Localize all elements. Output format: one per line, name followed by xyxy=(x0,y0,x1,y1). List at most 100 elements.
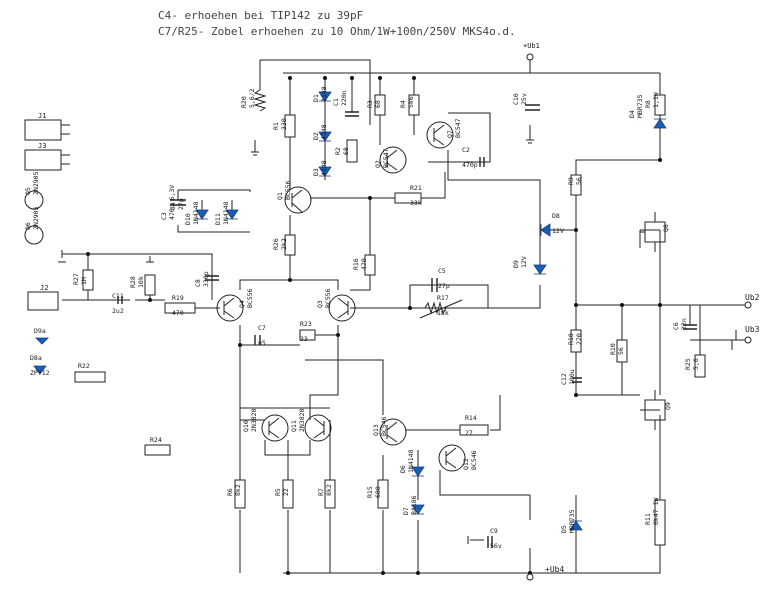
designator-d9: D9 xyxy=(512,260,520,268)
value-c4: 27p xyxy=(177,198,185,210)
value-r15: 680 xyxy=(374,486,382,498)
designator-r14: R14 xyxy=(465,414,477,422)
designator-r4: R4 xyxy=(399,100,407,108)
value-r6: 8k2 xyxy=(234,484,242,496)
value-q10: 2N3820 xyxy=(250,408,258,432)
design-note-2: C7/R25- Zobel erhoehen zu 10 Ohm/1W+100n… xyxy=(158,25,516,38)
designator-q10: Q10 xyxy=(242,420,250,432)
value-d7: BA186 xyxy=(410,495,418,515)
designator-d1: D1 xyxy=(312,94,320,102)
designator-q5: Q5 xyxy=(24,187,32,195)
junctions xyxy=(86,76,662,575)
value-q5: 2N2905 xyxy=(32,171,40,195)
value-r11: 0k47 1W xyxy=(652,498,660,525)
designator-d3: D3 xyxy=(312,168,320,176)
designator-q3: Q3 xyxy=(316,300,324,308)
designator-d11: D11 xyxy=(214,213,222,225)
designator-d7: D7 xyxy=(402,507,410,515)
value-r3: 68 xyxy=(374,100,382,108)
designator-r5: R5 xyxy=(274,488,282,496)
value-d2: 4148 xyxy=(320,124,328,140)
value-q2: BC547 xyxy=(382,148,390,168)
resistor-bodies xyxy=(74,94,706,546)
value-r18: 270 xyxy=(575,333,583,345)
power-transistors xyxy=(640,212,666,430)
value-c10: 25v xyxy=(520,93,528,105)
designator-r11: R11 xyxy=(644,513,652,525)
designator-d4: D4 xyxy=(628,110,636,118)
value-r23: 33 xyxy=(300,335,308,343)
designator-q12: Q12 xyxy=(462,458,470,470)
value-d5: MBR735 xyxy=(568,509,576,533)
component-labels: +Ub1 Ub2 Ub3 +Ub4 J1 J3 J2 xyxy=(38,42,760,574)
designator-q8: Q8 xyxy=(662,224,670,232)
designator-r16: R16 xyxy=(352,258,360,270)
value-r27: 1M xyxy=(80,277,88,285)
value-r16: 470 xyxy=(360,258,368,270)
value-q6: 2N2905 xyxy=(32,206,40,230)
designator-c10: C10 xyxy=(512,93,520,105)
value-d8a: ZPY12 xyxy=(30,369,50,377)
ground-symbols xyxy=(58,125,737,544)
designator-q1: Q1 xyxy=(276,192,284,200)
value-r8: 1,1W xyxy=(652,92,660,108)
value-d6: 1N4148 xyxy=(407,449,415,473)
designator-d8a: D8a xyxy=(30,354,42,362)
designator-q4: Q4 xyxy=(238,300,246,308)
designator-q13: Q13 xyxy=(372,424,380,436)
designator-d5: D5 xyxy=(560,525,568,533)
designator-d2: D2 xyxy=(312,132,320,140)
value-c11: 2u2 xyxy=(112,307,124,315)
designator-r26: R26 xyxy=(272,238,280,250)
value-r17: 18k xyxy=(437,309,449,317)
designator-r15: R15 xyxy=(366,486,374,498)
value-r19: 470 xyxy=(172,309,184,317)
value-q11: 2N3820 xyxy=(298,408,306,432)
value-c6: 22n xyxy=(680,318,688,330)
designator-d6: D6 xyxy=(399,465,407,473)
value-d11: 1N4148 xyxy=(222,201,230,225)
designator-q7: Q7 xyxy=(446,130,454,138)
designator-r23: R23 xyxy=(300,320,312,328)
connector-label-j3: J3 xyxy=(38,142,46,150)
value-c2: 470p xyxy=(462,161,478,169)
designator-c8: C8 xyxy=(194,279,202,287)
designator-r17: R17 xyxy=(437,294,449,302)
designator-r7: R7 xyxy=(317,488,325,496)
value-q7: BC547 xyxy=(454,118,462,138)
value-r14: 27 xyxy=(465,429,473,437)
value-q12: BC546 xyxy=(470,450,478,470)
designator-r19: R19 xyxy=(172,294,184,302)
value-r9: 56 xyxy=(575,177,583,185)
value-q3: BC556 xyxy=(324,288,332,308)
designator-c11: C11 xyxy=(112,292,124,300)
potentiometers xyxy=(253,89,463,319)
designator-r1: R1 xyxy=(272,122,280,130)
designator-r9: R9 xyxy=(567,177,575,185)
value-d1: 4148 xyxy=(320,86,328,102)
value-r1: 330 xyxy=(280,118,288,130)
designator-r22: R22 xyxy=(78,362,90,370)
designator-r21: R21 xyxy=(410,184,422,192)
value-q13: BC546 xyxy=(380,416,388,436)
rail-label-ub3: Ub3 xyxy=(745,325,760,334)
value-d3: 4148 xyxy=(320,160,328,176)
value-d4: MBR735 xyxy=(636,94,644,118)
designator-c9: C9 xyxy=(490,527,498,535)
designator-r18: R18 xyxy=(567,333,575,345)
designator-q6: Q6 xyxy=(24,222,32,230)
designator-c12: C12 xyxy=(560,373,568,385)
value-c9: 56v xyxy=(490,542,502,550)
value-r21: 33k xyxy=(410,199,422,207)
designator-r6: R6 xyxy=(226,488,234,496)
value-r25: 5,6 xyxy=(692,358,700,370)
designator-d10: D10 xyxy=(184,213,192,225)
value-r10: 56 xyxy=(617,347,625,355)
designator-c1: C1 xyxy=(332,98,340,106)
designator-r27: R27 xyxy=(72,273,80,285)
designator-r25: R25 xyxy=(684,358,692,370)
value-r7: 8k2 xyxy=(325,484,333,496)
value-c12: 100u xyxy=(568,369,576,385)
value-d8: 12V xyxy=(552,227,564,235)
value-r20: 5,6/2 xyxy=(248,88,256,108)
